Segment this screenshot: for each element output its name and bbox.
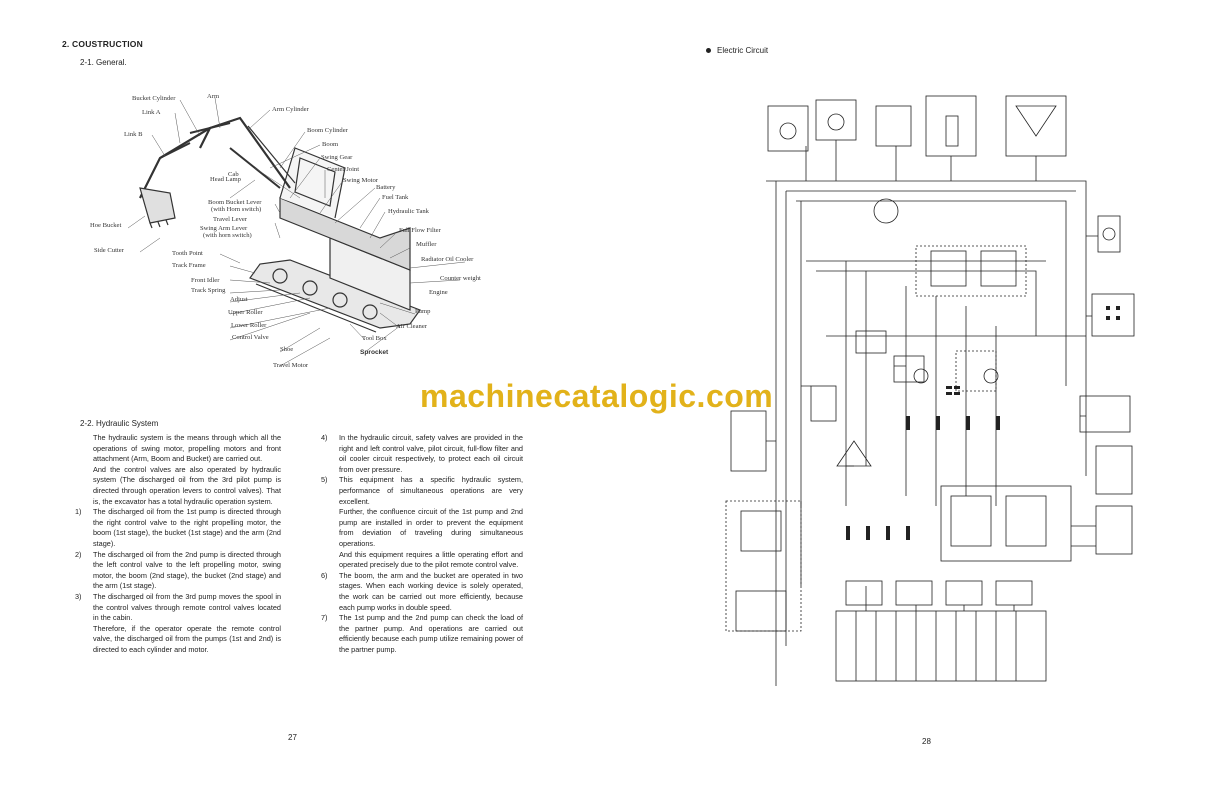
- electric-circuit-diagram: [706, 86, 1146, 686]
- intro-paragraph-2: And the control valves are also operated…: [93, 464, 281, 506]
- page-number-left: 27: [288, 733, 297, 742]
- list-item-text: In the hydraulic circuit, safety valves …: [339, 433, 523, 474]
- pilot-paragraph: And this equipment requires a little ope…: [339, 549, 523, 570]
- list-item-number: 6): [321, 570, 328, 580]
- list-item-number: 1): [75, 507, 82, 517]
- label-engine: Engine: [429, 289, 448, 296]
- label-hydraulic-tank: Hydraulic Tank: [388, 208, 429, 215]
- hydraulic-column-left: The hydraulic system is the means throug…: [75, 433, 281, 655]
- hydraulic-system-title: 2-2. Hydraulic System: [80, 419, 159, 428]
- label-radiator-oil-cooler: Radiator Oil Cooler: [421, 256, 474, 263]
- label-arm-cylinder: Arm Cylinder: [272, 106, 309, 113]
- label-center-joint: Center Joint: [327, 166, 360, 173]
- watermark-text: machinecatalogic.com: [420, 378, 774, 414]
- label-tool-box: Tool Box: [362, 335, 387, 342]
- label-bucket-cylinder: Bucket Cylinder: [132, 95, 176, 102]
- label-full-flow-filter: Full Flow Filter: [399, 227, 441, 234]
- label-link-a: Link A: [142, 109, 161, 116]
- electric-circuit-label: Electric Circuit: [717, 46, 769, 55]
- label-link-b: Link B: [124, 131, 143, 138]
- list-item-text: The 1st pump and the 2nd pump can check …: [339, 613, 523, 654]
- label-track-frame: Track Frame: [172, 262, 206, 269]
- label-adjust: Adjust: [230, 296, 248, 303]
- label-pump: Pump: [415, 308, 431, 315]
- list-item: 2) The discharged oil from the 2nd pump …: [75, 550, 281, 592]
- list-item: 7) The 1st pump and the 2nd pump can che…: [321, 613, 523, 655]
- list-item-number: 5): [321, 475, 328, 485]
- circuit-schematic: [725, 95, 1135, 686]
- list-item-text: The discharged oil from the 3rd pump mov…: [93, 591, 281, 623]
- label-battery: Battery: [376, 184, 396, 191]
- label-air-cleaner: Air Cleaner: [396, 323, 427, 330]
- list-item-text: This equipment has a specific hydraulic …: [339, 475, 523, 506]
- section-title: 2. COUSTRUCTION: [62, 39, 143, 49]
- label-hoe-bucket: Hoe Bucket: [90, 222, 122, 229]
- list-item-number: 4): [321, 433, 328, 442]
- subsection-general-title: 2-1. General.: [80, 58, 127, 67]
- label-muffler: Muffler: [416, 241, 437, 248]
- list-item-number: 7): [321, 613, 328, 623]
- label-upper-roller: Upper Roller: [228, 309, 263, 316]
- list-item-text: The discharged oil from the 2nd pump is …: [93, 549, 281, 591]
- label-swing-arm-lever: Swing Arm Lever: [200, 225, 248, 232]
- label-boom-bucket-lever: Boom Bucket Lever: [208, 199, 262, 206]
- label-travel-lever: Travel Lever: [213, 216, 247, 223]
- label-swing-motor: Swing Motor: [343, 177, 378, 184]
- label-control-valve: Control Valve: [232, 334, 269, 341]
- list-item-text: The discharged oil from the 1st pump is …: [93, 507, 281, 548]
- label-boom-cylinder: Boom Cylinder: [307, 127, 348, 134]
- label-swing-gear: Swing Gear: [321, 154, 353, 161]
- label-fuel-tank: Fuel Tank: [382, 194, 409, 201]
- label-shoe: Shoe: [280, 346, 294, 353]
- label-counter-weight: Counter weight: [440, 275, 481, 282]
- label-swing-arm-lever-sub: (with horn switch): [203, 232, 252, 239]
- label-sprocket: Sprocket: [360, 349, 389, 356]
- electric-circuit-title: Electric Circuit: [706, 46, 768, 55]
- intro-paragraph-1: The hydraulic system is the means throug…: [93, 433, 281, 464]
- label-track-spring: Track Spring: [191, 287, 226, 294]
- label-tooth-point: Tooth Point: [172, 250, 203, 257]
- label-side-cutter: Side Cutter: [94, 247, 124, 254]
- excavator-diagram: Bucket Cylinder Arm Link A Arm Cylinder …: [80, 88, 500, 378]
- label-lower-roller: Lower Roller: [231, 322, 267, 329]
- confluence-paragraph: Further, the confluence circuit of the 1…: [339, 507, 523, 548]
- label-arm: Arm: [207, 93, 220, 100]
- outro-paragraph: Therefore, if the operator operate the r…: [93, 623, 281, 654]
- label-front-idler: Front Idler: [191, 277, 220, 284]
- excavator-illustration: [127, 97, 466, 367]
- label-cab: Cab: [228, 171, 239, 178]
- bullet-icon: [706, 48, 711, 54]
- list-item: 6) The boom, the arm and the bucket are …: [321, 571, 523, 613]
- list-item: 5) This equipment has a specific hydraul…: [321, 475, 523, 507]
- list-item-number: 2): [75, 549, 82, 559]
- label-travel-motor: Travel Motor: [273, 362, 309, 369]
- list-item-number: 3): [75, 591, 82, 601]
- list-item: 1) The discharged oil from the 1st pump …: [75, 507, 281, 549]
- label-head-lamp: Head Lamp: [210, 176, 241, 183]
- list-item-text: The boom, the arm and the bucket are ope…: [339, 570, 523, 612]
- label-boom: Boom: [322, 141, 339, 148]
- hydraulic-column-right: 4) In the hydraulic circuit, safety valv…: [321, 433, 523, 655]
- label-boom-bucket-lever-sub: (with Horn switch): [211, 206, 262, 213]
- page-number-right: 28: [922, 737, 931, 746]
- list-item: 3) The discharged oil from the 3rd pump …: [75, 592, 281, 624]
- list-item: 4) In the hydraulic circuit, safety valv…: [321, 433, 523, 475]
